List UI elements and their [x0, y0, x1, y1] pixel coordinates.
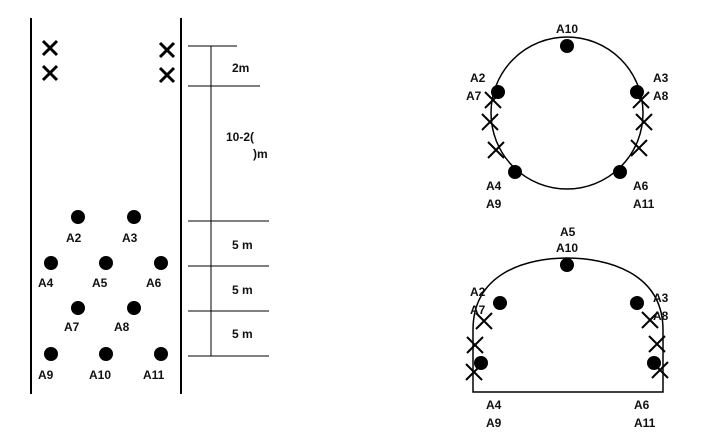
measuring-point	[493, 296, 507, 310]
point-label: A5	[92, 276, 108, 290]
measuring-point	[630, 296, 644, 310]
point-label: A6	[633, 179, 649, 193]
point-label: A8	[653, 309, 669, 323]
dimension-label: 5 m	[232, 283, 253, 297]
measuring-point	[630, 85, 644, 99]
cross-marker	[466, 336, 484, 354]
cross-marker	[158, 41, 176, 59]
cross-marker	[484, 91, 502, 109]
measuring-point	[508, 165, 522, 179]
dimension-label: 10-2(	[226, 130, 254, 144]
point-label: A2	[470, 71, 486, 85]
point-label: A7	[470, 303, 486, 317]
measuring-point	[127, 301, 141, 315]
measuring-point	[560, 258, 574, 272]
left-panel: 2m 10-2( )m 5 m 5 m 5 m A2 A3 A4 A5 A6 A…	[30, 18, 269, 394]
measuring-point	[154, 256, 168, 270]
measuring-point	[71, 210, 85, 224]
point-label: A4	[486, 398, 502, 412]
point-label: A6	[634, 398, 650, 412]
measuring-point	[44, 256, 58, 270]
cross-marker	[641, 311, 659, 329]
point-label: A10	[89, 368, 111, 382]
point-label: A3	[653, 291, 669, 305]
cross-marker	[158, 66, 176, 84]
point-label: A11	[633, 197, 655, 211]
cross-marker	[630, 139, 648, 157]
dimension-label: 2m	[232, 61, 249, 75]
arch-section-outline	[472, 257, 664, 393]
point-label: A7	[466, 89, 482, 103]
arch-section-panel: A5 A10 A2 A7 A3 A8 A4 A9 A6 A11	[465, 225, 669, 430]
point-label: A3	[653, 71, 669, 85]
cross-marker	[648, 335, 666, 353]
point-label: A8	[653, 89, 669, 103]
cross-marker	[635, 113, 653, 131]
dimension-label: 5 m	[232, 238, 253, 252]
cross-marker	[41, 64, 59, 82]
point-label: A9	[486, 416, 502, 430]
dimension-label: 5 m	[232, 327, 253, 341]
point-label: A9	[38, 368, 54, 382]
cross-marker	[475, 312, 493, 330]
measuring-point	[44, 347, 58, 361]
cross-marker	[465, 363, 483, 381]
cross-marker	[651, 361, 669, 379]
measuring-point	[127, 210, 141, 224]
point-label: A3	[122, 231, 138, 245]
cross-marker	[481, 113, 499, 131]
point-label: A9	[486, 197, 502, 211]
point-label: A4	[38, 276, 54, 290]
measuring-point	[613, 165, 627, 179]
measuring-point	[99, 256, 113, 270]
measuring-point	[71, 301, 85, 315]
dimension-scale	[188, 45, 269, 357]
point-label: A11	[634, 416, 656, 430]
cross-marker	[632, 91, 650, 109]
measuring-point	[154, 347, 168, 361]
point-label: A10	[556, 241, 578, 255]
measuring-point	[491, 85, 505, 99]
cross-marker	[41, 39, 59, 57]
measuring-point	[99, 347, 113, 361]
circle-section-panel: A10 A2 A7 A3 A8 A4 A9 A6 A11	[466, 22, 669, 211]
measuring-point	[474, 356, 488, 370]
cross-marker	[487, 141, 505, 159]
measuring-point	[560, 39, 574, 53]
point-label: A7	[64, 320, 80, 334]
point-label: A4	[486, 179, 502, 193]
point-label: A10	[556, 22, 578, 36]
point-label: A2	[470, 285, 486, 299]
point-label: A6	[146, 276, 162, 290]
circular-section-outline	[490, 36, 644, 190]
point-label: A2	[66, 231, 82, 245]
dimension-label: )m	[253, 147, 268, 161]
point-label: A11	[143, 368, 165, 382]
point-label: A5	[560, 225, 576, 239]
point-label: A8	[114, 320, 130, 334]
